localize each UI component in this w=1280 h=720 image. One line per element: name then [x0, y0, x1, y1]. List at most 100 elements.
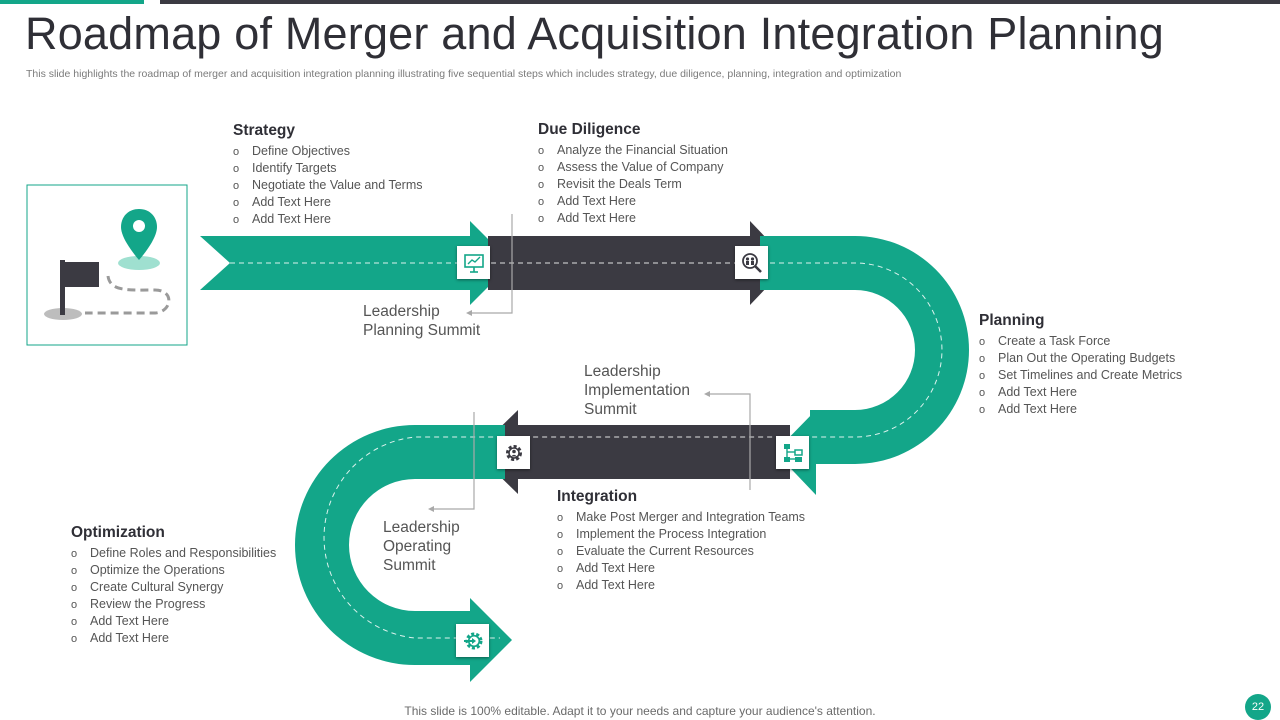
bullet: o [979, 336, 986, 348]
page-title: Roadmap of Merger and Acquisition Integr… [25, 8, 1165, 59]
summit-line: Summit [383, 557, 436, 574]
planning-item: Set Timelines and Create Metrics [998, 368, 1183, 382]
page-subtitle: This slide highlights the roadmap of mer… [26, 68, 902, 80]
bullet: o [71, 599, 78, 611]
optimization-item: Create Cultural Synergy [90, 580, 224, 594]
page-number-badge: 22 [1245, 694, 1271, 720]
due-diligence-step: Due Diligence o Analyze the Financial Sit… [538, 121, 728, 227]
planning-summit-connector [466, 214, 513, 316]
summit-line: Implementation [584, 382, 690, 399]
summit-line: Summit [584, 401, 637, 418]
due-diligence-item: Add Text Here [557, 194, 636, 208]
list-item: o Optimize the Operations [71, 562, 276, 579]
implementation-summit-connector [704, 391, 751, 490]
list-item: o Review the Progress [71, 596, 276, 613]
planning-item: Add Text Here [998, 385, 1077, 399]
bullet: o [538, 179, 545, 191]
planning-curve [760, 236, 969, 464]
strategy-title: Strategy [233, 122, 296, 139]
due-diligence-title: Due Diligence [538, 121, 641, 138]
gear-person-icon [505, 444, 522, 461]
bullet: o [71, 565, 78, 577]
operating-summit-label: Leadership Operating Summit [383, 518, 460, 575]
optimization-item: Review the Progress [90, 597, 206, 611]
bullet: o [538, 213, 545, 225]
bullet: o [233, 163, 240, 175]
strategy-item: Define Objectives [252, 144, 350, 158]
planning-item: Create a Task Force [998, 334, 1111, 348]
bullet: o [557, 529, 564, 541]
bullet: o [557, 512, 564, 524]
list-item: o Evaluate the Current Resources [557, 543, 805, 560]
bullet: o [233, 180, 240, 192]
summit-line: Operating [383, 538, 452, 555]
bullet: o [979, 404, 986, 416]
bullet: o [557, 546, 564, 558]
due-diligence-item: Add Text Here [557, 211, 636, 225]
integration-item: Add Text Here [576, 578, 655, 592]
optimization-icon-box [456, 624, 489, 657]
optimization-item: Add Text Here [90, 614, 169, 628]
flag-location-illustration [26, 184, 188, 346]
bullet: o [233, 214, 240, 226]
list-item: o Identify Targets [233, 160, 422, 177]
list-item: o Define Roles and Responsibilities [71, 545, 276, 562]
list-item: o Negotiate the Value and Terms [233, 177, 422, 194]
strategy-item: Identify Targets [252, 161, 337, 175]
flowchart-icon [783, 443, 803, 462]
integration-item: Make Post Merger and Integration Teams [576, 510, 806, 524]
integration-item: Evaluate the Current Resources [576, 544, 754, 558]
presentation-board-icon [463, 253, 484, 273]
planning-item: Add Text Here [998, 402, 1077, 416]
bullet: o [71, 616, 78, 628]
list-item: o Define Objectives [233, 143, 422, 160]
optimization-item: Define Roles and Responsibilities [90, 546, 277, 560]
optimization-title: Optimization [71, 524, 165, 541]
implementation-summit-label: Leadership Implementation Summit [584, 362, 690, 419]
bullet: o [71, 548, 78, 560]
summit-line: Leadership [363, 303, 440, 320]
list-item: o Set Timelines and Create Metrics [979, 367, 1182, 384]
list-item: o Add Text Here [979, 384, 1182, 401]
planning-icon-box [776, 436, 809, 469]
integration-step: Integration o Make Post Merger and Integr… [557, 488, 805, 594]
due-diligence-icon-box [735, 246, 768, 279]
bullet: o [557, 580, 564, 592]
planning-title: Planning [979, 312, 1045, 329]
optimization-step: Optimization o Define Roles and Responsib… [71, 524, 276, 647]
list-item: o Add Text Here [557, 577, 805, 594]
list-item: o Add Text Here [979, 401, 1182, 418]
list-item: o Add Text Here [71, 613, 276, 630]
optimization-item: Optimize the Operations [90, 563, 225, 577]
gear-arrow-icon [463, 632, 482, 649]
integration-title: Integration [557, 488, 638, 505]
summit-line: Planning Summit [363, 322, 481, 339]
planning-summit-label: Leadership Planning Summit [363, 302, 480, 340]
strategy-item: Negotiate the Value and Terms [252, 178, 423, 192]
integration-icon-box [497, 436, 530, 469]
bullet: o [538, 145, 545, 157]
list-item: o Implement the Process Integration [557, 526, 805, 543]
magnifier-people-icon [741, 252, 762, 273]
due-diligence-item: Assess the Value of Company [557, 160, 724, 174]
bullet: o [979, 370, 986, 382]
bullet: o [71, 633, 78, 645]
due-diligence-item: Analyze the Financial Situation [557, 143, 728, 157]
list-item: o Make Post Merger and Integration Teams [557, 509, 805, 526]
bullet: o [233, 146, 240, 158]
integration-arrow [475, 410, 790, 494]
integration-item: Implement the Process Integration [576, 527, 767, 541]
road-centerline [230, 262, 943, 639]
bullet: o [233, 197, 240, 209]
summit-line: Leadership [383, 519, 460, 536]
bullet: o [979, 387, 986, 399]
